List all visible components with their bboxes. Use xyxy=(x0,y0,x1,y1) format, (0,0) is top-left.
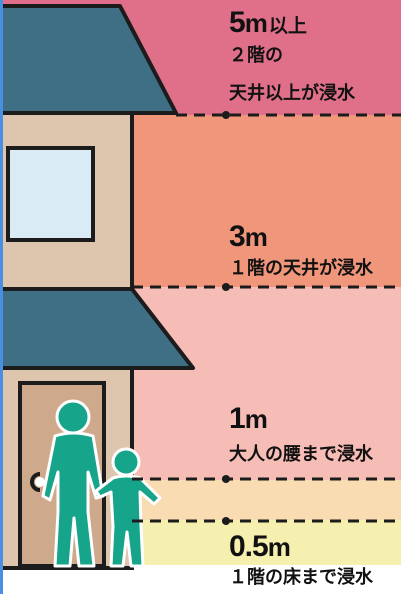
adult-figure-icon xyxy=(41,399,105,568)
child-figure-icon xyxy=(94,447,162,568)
left-border xyxy=(0,0,3,594)
level-lines xyxy=(132,111,401,525)
